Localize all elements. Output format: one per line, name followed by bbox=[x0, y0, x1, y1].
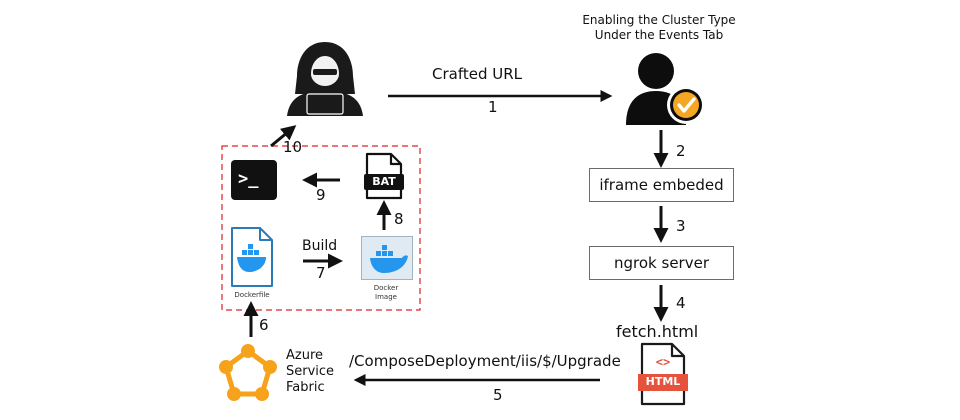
azure-label-line2: Service bbox=[286, 364, 335, 379]
build-label: Build bbox=[302, 238, 338, 254]
azure-label-line1: Azure bbox=[286, 348, 324, 363]
iframe-embed-box: iframe embeded bbox=[589, 168, 734, 202]
crafted-url-label: Crafted URL bbox=[432, 65, 523, 83]
step-10-label: 10 bbox=[283, 138, 303, 156]
compose-path-label: /ComposeDeployment/iis/$/Upgrade bbox=[349, 352, 621, 370]
terminal-icon: >_ bbox=[231, 160, 277, 200]
iframe-embed-label: iframe embeded bbox=[599, 176, 724, 194]
html-badge-text: HTML bbox=[645, 375, 681, 388]
user-check-icon bbox=[622, 45, 708, 131]
top-note-line2: Under the Events Tab bbox=[594, 28, 724, 42]
azure-service-fabric-icon bbox=[218, 344, 278, 404]
ngrok-server-label: ngrok server bbox=[614, 254, 709, 272]
arrow-10 bbox=[270, 125, 297, 148]
step-3-label: 3 bbox=[676, 217, 686, 235]
terminal-prompt-glyph: >_ bbox=[238, 169, 259, 189]
bat-file-icon: BAT bbox=[361, 152, 407, 200]
dockerfile-caption: Dockerfile bbox=[234, 291, 270, 299]
docker-image-caption-2: Image bbox=[375, 293, 397, 301]
hacker-icon bbox=[285, 38, 365, 118]
step-9-label: 9 bbox=[316, 186, 326, 204]
dockerfile-icon bbox=[228, 226, 276, 288]
top-note-line1: Enabling the Cluster Type bbox=[582, 13, 736, 27]
docker-image-icon bbox=[361, 236, 413, 280]
step-5-label: 5 bbox=[493, 386, 503, 404]
attack-chain-container bbox=[221, 145, 421, 311]
ngrok-server-box: ngrok server bbox=[589, 246, 734, 280]
html-code-glyph: <> bbox=[655, 355, 671, 369]
step-4-label: 4 bbox=[676, 294, 686, 312]
step-8-label: 8 bbox=[394, 210, 404, 228]
fetch-html-label: fetch.html bbox=[616, 322, 699, 341]
docker-image-caption-1: Docker bbox=[373, 284, 399, 292]
step-2-label: 2 bbox=[676, 142, 686, 160]
bat-badge-text: BAT bbox=[372, 175, 396, 188]
html-file-icon: <> HTML bbox=[636, 342, 690, 408]
step-1-label: 1 bbox=[488, 98, 498, 116]
step-7-label: 7 bbox=[316, 264, 326, 282]
azure-label-line3: Fabric bbox=[286, 380, 325, 395]
step-6-label: 6 bbox=[259, 316, 269, 334]
